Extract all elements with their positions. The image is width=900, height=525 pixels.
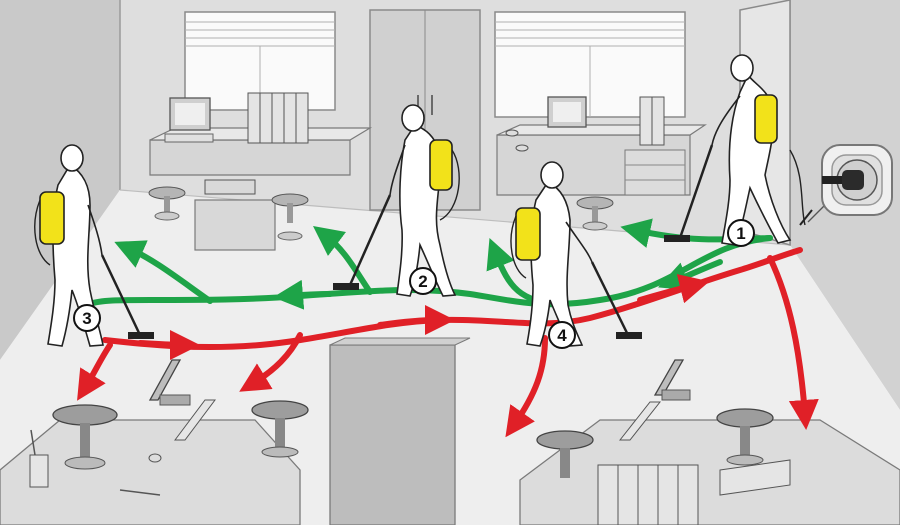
binder-icon (247, 92, 309, 144)
green-arrow (114, 240, 213, 304)
person-with-backpack-vacuum-icon (34, 144, 154, 347)
stool-icon (271, 193, 309, 241)
red-arrow (239, 332, 303, 392)
red-route (77, 247, 819, 438)
center-cabinet (329, 337, 471, 525)
desk-back-left (149, 92, 373, 251)
monitor-icon (148, 359, 191, 406)
step-number: 3 (82, 309, 91, 328)
red-arrow (377, 305, 455, 336)
red-arrow (505, 335, 548, 438)
green-arrow (273, 279, 333, 310)
stool-icon (52, 404, 118, 470)
person-with-backpack-vacuum-icon (510, 161, 642, 347)
binder-icon (597, 459, 791, 525)
red-arrow (767, 255, 819, 430)
green-arrow (658, 259, 723, 291)
person-with-backpack-vacuum-icon (664, 54, 806, 246)
monitor-icon (169, 97, 211, 131)
stool-icon (536, 430, 594, 478)
green-arrow (620, 218, 773, 248)
step-number: 1 (736, 224, 745, 243)
step-badge-1: 1 (727, 219, 755, 247)
red-arrow (137, 329, 200, 360)
red-arrow (637, 274, 710, 304)
wall-socket-plug-icon (799, 144, 893, 226)
step-badge-2: 2 (409, 267, 437, 295)
monitor-icon (547, 96, 587, 128)
stool-icon (716, 408, 774, 466)
desk-front-right (519, 359, 900, 525)
stool-icon (576, 196, 614, 231)
step-badge-3: 3 (73, 304, 101, 332)
binder-icon (639, 96, 665, 146)
step-badge-4: 4 (548, 321, 576, 349)
step-number: 2 (418, 272, 427, 291)
red-route-main (102, 247, 803, 351)
step-number: 4 (557, 326, 567, 345)
green-arrow (313, 225, 373, 295)
person-with-backpack-vacuum-icon (333, 104, 460, 297)
desk-front-left (0, 359, 301, 525)
monitor-icon (653, 359, 691, 401)
left-wall (0, 0, 120, 360)
stool-icon (148, 186, 186, 221)
red-arrow (77, 342, 113, 401)
stool-icon (251, 400, 309, 458)
